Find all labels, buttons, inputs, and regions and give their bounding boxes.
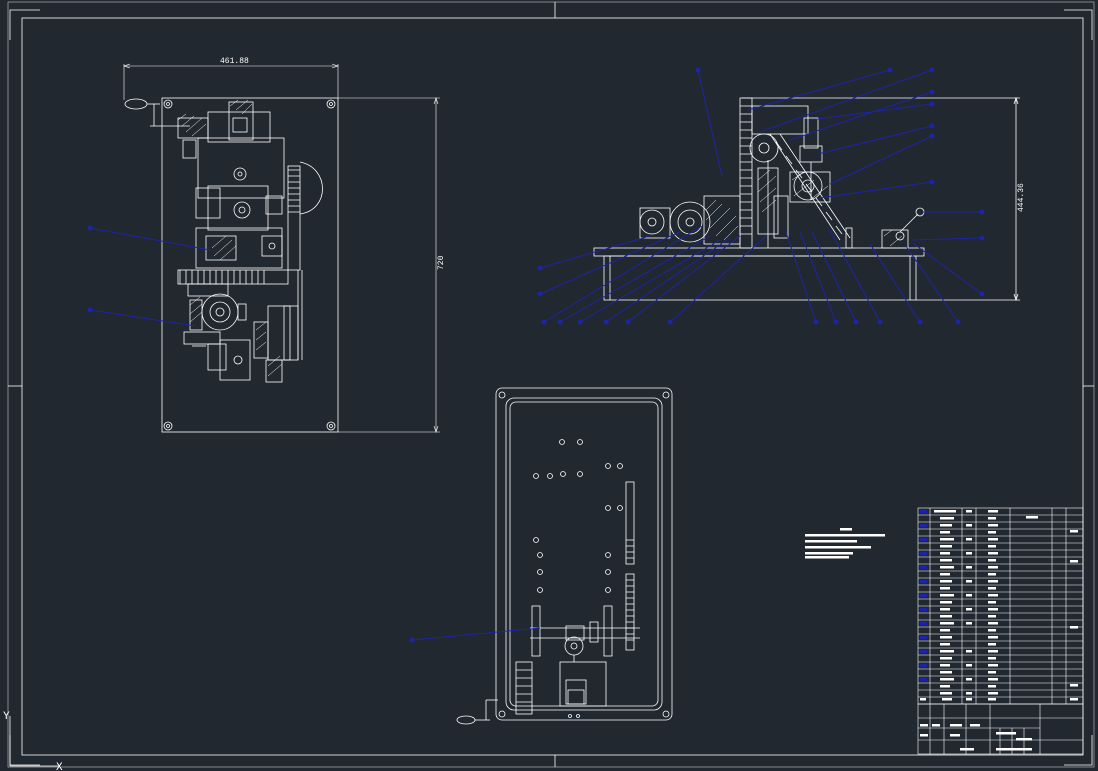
title-block-text	[920, 698, 1078, 751]
front-view-leaders	[537, 67, 985, 325]
ucs-icon	[9, 716, 60, 767]
dim-front-height: 444.36	[1017, 183, 1026, 212]
ucs-x-label: X	[56, 762, 63, 771]
front-view	[593, 96, 1020, 302]
top-view-leaders	[87, 225, 211, 327]
bottom-view-leader	[409, 627, 541, 643]
drawing-border	[7, 1, 1095, 768]
dim-top-width: 461.88	[220, 57, 249, 66]
bottom-view	[456, 387, 673, 725]
title-block	[917, 703, 1084, 755]
parts-list-entries	[920, 510, 1078, 695]
dim-top-height: 720	[437, 255, 446, 270]
parts-list	[917, 507, 1084, 705]
top-view-dimensions	[123, 63, 440, 433]
top-view	[124, 97, 339, 433]
top-view-hatching	[177, 99, 283, 377]
ucs-y-label: Y	[3, 711, 10, 723]
front-view-hatching	[705, 169, 903, 247]
technical-notes	[805, 528, 885, 559]
